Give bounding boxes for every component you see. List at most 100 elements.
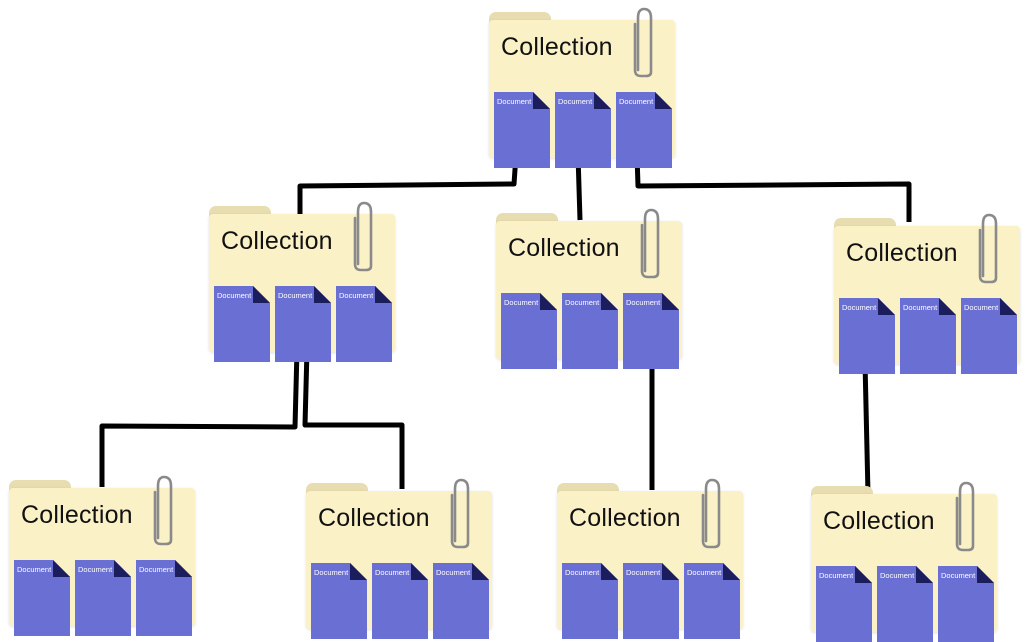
document-label: Document bbox=[619, 97, 654, 106]
paperclip-icon bbox=[153, 475, 173, 546]
page-fold-icon bbox=[662, 293, 679, 310]
collection-title: Collection bbox=[21, 501, 133, 529]
collection-title: Collection bbox=[846, 239, 958, 267]
collection-title: Collection bbox=[221, 227, 333, 255]
page-fold-icon bbox=[977, 566, 994, 583]
document-icon: Document bbox=[136, 560, 192, 636]
collection-title: Collection bbox=[569, 504, 681, 532]
document-icon: Document bbox=[433, 563, 489, 639]
paperclip-icon bbox=[978, 213, 998, 284]
document-label: Document bbox=[339, 291, 374, 300]
connector-root-to-mid-left bbox=[297, 154, 519, 214]
document-row: Document Document Document bbox=[14, 560, 192, 636]
page-fold-icon bbox=[878, 298, 895, 315]
page-fold-icon bbox=[855, 566, 872, 583]
connector-mid-left-to-leaf-2 bbox=[302, 349, 405, 489]
document-label: Document bbox=[903, 303, 938, 312]
paperclip-icon bbox=[701, 478, 721, 549]
document-icon: Document bbox=[14, 560, 70, 636]
document-label: Document bbox=[278, 291, 313, 300]
document-icon: Document bbox=[336, 286, 392, 362]
page-fold-icon bbox=[411, 563, 428, 580]
document-icon: Document bbox=[562, 563, 618, 639]
collection-title: Collection bbox=[823, 507, 935, 535]
page-fold-icon bbox=[939, 298, 956, 315]
document-label: Document bbox=[558, 97, 593, 106]
document-icon: Document bbox=[877, 566, 933, 642]
document-icon: Document bbox=[623, 293, 679, 369]
document-icon: Document bbox=[684, 563, 740, 639]
paperclip-icon bbox=[640, 208, 660, 279]
page-fold-icon bbox=[253, 286, 270, 303]
document-row: Document Document Document bbox=[501, 293, 679, 369]
document-icon: Document bbox=[311, 563, 367, 639]
document-label: Document bbox=[626, 568, 661, 577]
document-icon: Document bbox=[816, 566, 872, 642]
page-fold-icon bbox=[175, 560, 192, 577]
page-fold-icon bbox=[601, 563, 618, 580]
collection-title: Collection bbox=[501, 33, 613, 61]
collection-title: Collection bbox=[318, 504, 430, 532]
document-row: Document Document Document bbox=[214, 286, 392, 362]
document-label: Document bbox=[78, 565, 113, 574]
page-fold-icon bbox=[1000, 298, 1017, 315]
document-label: Document bbox=[819, 571, 854, 580]
paperclip-icon bbox=[353, 201, 373, 272]
connector-root-to-mid-right bbox=[634, 154, 912, 222]
document-icon: Document bbox=[214, 286, 270, 362]
document-label: Document bbox=[565, 568, 600, 577]
page-fold-icon bbox=[594, 92, 611, 109]
page-fold-icon bbox=[723, 563, 740, 580]
document-row: Document Document Document bbox=[494, 92, 672, 168]
document-row: Document Document Document bbox=[816, 566, 994, 642]
document-label: Document bbox=[964, 303, 999, 312]
document-label: Document bbox=[17, 565, 52, 574]
document-label: Document bbox=[626, 298, 661, 307]
page-fold-icon bbox=[114, 560, 131, 577]
connector-mid-left-to-leaf-1 bbox=[99, 349, 300, 487]
document-label: Document bbox=[565, 298, 600, 307]
document-icon: Document bbox=[616, 92, 672, 168]
document-icon: Document bbox=[501, 293, 557, 369]
document-row: Document Document Document bbox=[562, 563, 740, 639]
document-icon: Document bbox=[839, 298, 895, 374]
document-label: Document bbox=[217, 291, 252, 300]
page-fold-icon bbox=[314, 286, 331, 303]
document-icon: Document bbox=[900, 298, 956, 374]
document-label: Document bbox=[842, 303, 877, 312]
collection-title: Collection bbox=[508, 234, 620, 262]
document-label: Document bbox=[314, 568, 349, 577]
document-icon: Document bbox=[961, 298, 1017, 374]
document-label: Document bbox=[497, 97, 532, 106]
document-icon: Document bbox=[562, 293, 618, 369]
page-fold-icon bbox=[655, 92, 672, 109]
document-icon: Document bbox=[75, 560, 131, 636]
paperclip-icon bbox=[450, 478, 470, 549]
document-label: Document bbox=[941, 571, 976, 580]
document-label: Document bbox=[436, 568, 471, 577]
document-icon: Document bbox=[494, 92, 550, 168]
document-label: Document bbox=[504, 298, 539, 307]
page-fold-icon bbox=[662, 563, 679, 580]
page-fold-icon bbox=[53, 560, 70, 577]
document-row: Document Document Document bbox=[839, 298, 1017, 374]
document-icon: Document bbox=[555, 92, 611, 168]
page-fold-icon bbox=[375, 286, 392, 303]
